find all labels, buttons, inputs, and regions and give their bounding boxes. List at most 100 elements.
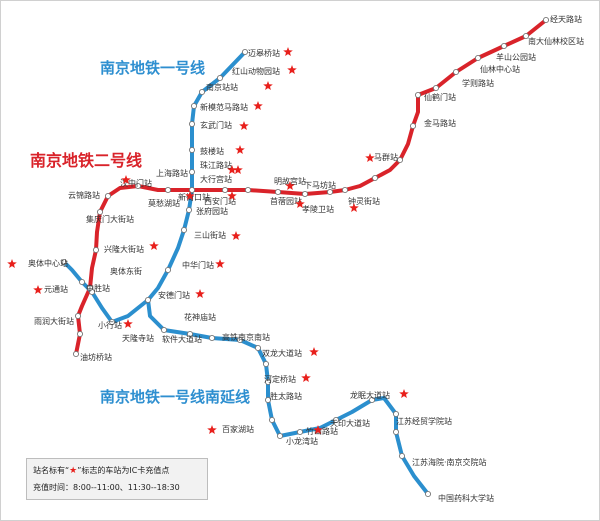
- station-dot: [164, 186, 172, 194]
- station-label: 新街口站: [178, 192, 210, 202]
- star-icon: [231, 231, 241, 240]
- station-dot: [424, 490, 432, 498]
- title-line1-south: 南京地铁一号线南延线: [100, 388, 250, 406]
- star-icon: [365, 153, 375, 162]
- star-icon: [239, 121, 249, 130]
- station-dot: [160, 326, 168, 334]
- star-icon: [263, 81, 273, 90]
- star-icon: [349, 203, 359, 212]
- star-icon: ★: [69, 466, 78, 476]
- star-icon: [7, 259, 17, 268]
- station-label: 云锦路站: [68, 190, 100, 200]
- station-dot: [92, 246, 100, 254]
- station-dot: [522, 32, 530, 40]
- station-dot: [188, 120, 196, 128]
- station-dot: [542, 16, 550, 24]
- station-dot: [368, 396, 376, 404]
- station-label: 百家湖站: [222, 424, 254, 434]
- legend-note-suffix: ”标志的车站为IC卡充值点: [77, 466, 170, 475]
- station-label: 小行站: [98, 320, 122, 330]
- star-icon: [301, 373, 311, 382]
- station-dot: [371, 174, 379, 182]
- station-dot: [254, 344, 262, 352]
- star-icon: [313, 425, 323, 434]
- station-label: 钟灵街站: [348, 196, 380, 206]
- star-icon: [309, 347, 319, 356]
- station-label: 高铁南京南站: [222, 332, 270, 342]
- station-dot: [104, 192, 112, 200]
- station-label: 孝陵卫站: [302, 204, 334, 214]
- station-dot: [326, 188, 334, 196]
- station-label: 双龙大道站: [262, 348, 302, 358]
- station-dot: [134, 182, 142, 190]
- station-dot: [236, 336, 244, 344]
- station-dot: [409, 122, 417, 130]
- station-label: 中华门站: [182, 260, 214, 270]
- station-dot: [264, 378, 272, 386]
- star-icon: [185, 191, 195, 200]
- legend-note-line1: 站名标有“★”标志的车站为IC卡充值点: [33, 465, 169, 476]
- station-label: 羊山公园站: [496, 52, 536, 62]
- star-icon: [149, 241, 159, 250]
- station-label: 三山街站: [194, 230, 226, 240]
- station-dot: [500, 42, 508, 50]
- star-icon: [123, 319, 133, 328]
- station-dot: [332, 416, 340, 424]
- station-dots: [60, 16, 550, 498]
- station-dot: [341, 186, 349, 194]
- station-dot: [208, 334, 216, 342]
- station-label: 汉中门站: [120, 178, 152, 188]
- station-label: 苜蓿园站: [270, 196, 302, 206]
- station-label: 江苏海院·南京交院站: [412, 457, 487, 467]
- station-label: 南京站站: [206, 82, 238, 92]
- station-dot: [216, 74, 224, 82]
- station-label: 奥体中心站: [28, 258, 68, 268]
- station-label: 安德门站: [158, 290, 190, 300]
- station-dot: [221, 186, 229, 194]
- station-label: 学则路站: [462, 78, 494, 88]
- station-dot: [264, 396, 272, 404]
- station-label: 下马坊站: [304, 180, 336, 190]
- station-dot: [188, 146, 196, 154]
- star-icon: [233, 165, 243, 174]
- star-icon: [235, 145, 245, 154]
- star-icon: [33, 285, 43, 294]
- station-label: 江苏经贸学院站: [396, 416, 452, 426]
- station-dot: [190, 102, 198, 110]
- star-icon: [227, 165, 237, 174]
- station-label: 龙眠大道站: [350, 390, 390, 400]
- station-label: 珠江路站: [200, 160, 232, 170]
- station-label: 集庆门大街站: [86, 214, 134, 224]
- title-line1: 南京地铁一号线: [100, 59, 205, 77]
- station-dot: [396, 156, 404, 164]
- station-dot: [296, 428, 304, 436]
- station-dot: [186, 330, 194, 338]
- station-label: 油坊桥站: [80, 352, 112, 362]
- station-dot: [432, 84, 440, 92]
- station-label: 雨润大街站: [34, 316, 74, 326]
- star-icon: [253, 101, 263, 110]
- star-icon: [295, 199, 305, 208]
- star-icon: [285, 181, 295, 190]
- station-dot: [74, 312, 82, 320]
- legend-note: 站名标有“★”标志的车站为IC卡充值点 充值时间：8:00--11:00、11:…: [26, 458, 208, 500]
- station-dot: [188, 168, 196, 176]
- title-line2: 南京地铁二号线: [30, 151, 142, 170]
- station-label: 玄武门站: [200, 120, 232, 130]
- station-dot: [474, 54, 482, 62]
- star-icon: [195, 289, 205, 298]
- station-dot: [76, 330, 84, 338]
- station-label: 中胜站: [86, 283, 110, 293]
- station-dot: [108, 318, 116, 326]
- station-label: 仙林中心站: [480, 64, 520, 74]
- station-label: 莫愁湖站: [148, 198, 180, 208]
- station-label: 天隆寺站: [122, 333, 154, 343]
- station-dot: [96, 208, 104, 216]
- station-label: 金马路站: [424, 118, 456, 128]
- station-dot: [180, 226, 188, 234]
- station-label: 张府园站: [196, 206, 228, 216]
- star-icon: [215, 259, 225, 268]
- station-label: 迈皋桥站: [248, 48, 280, 58]
- station-label: 河定桥站: [264, 374, 296, 384]
- station-label: 马群站: [374, 152, 398, 162]
